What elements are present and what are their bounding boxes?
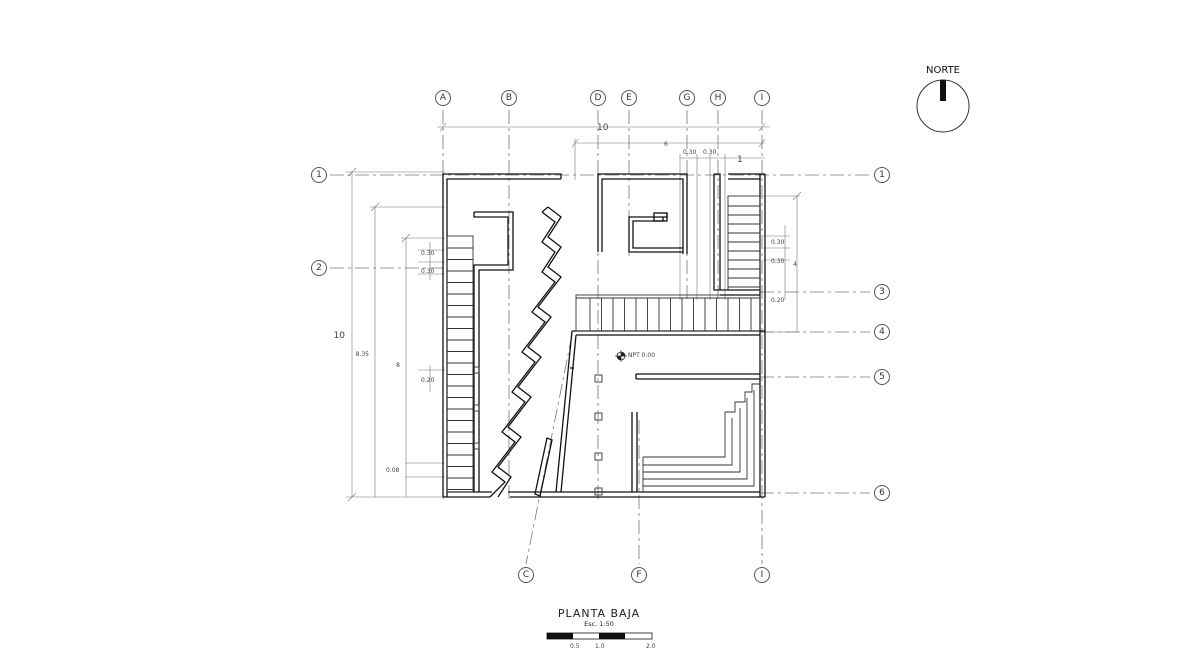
axis-top-B: B bbox=[501, 90, 517, 106]
north-label: NORTE bbox=[926, 65, 960, 76]
grid-lines bbox=[330, 110, 870, 565]
drawing-title: PLANTA BAJA bbox=[558, 607, 640, 620]
axis-top-I: I bbox=[754, 90, 770, 106]
north-arrow-icon bbox=[940, 80, 946, 101]
drawing-scale: Esc. 1:50 bbox=[584, 620, 614, 628]
dim-top-total: 10 bbox=[597, 123, 609, 133]
zigzag-staircase bbox=[489, 206, 562, 498]
svg-text:1: 1 bbox=[879, 170, 885, 180]
axis-left-1: 1 bbox=[311, 167, 327, 183]
right-upper-staircase bbox=[720, 195, 761, 296]
dim-left-small-a: 0.30 bbox=[421, 250, 435, 257]
svg-text:H: H bbox=[715, 93, 722, 103]
dim-left-small-b: 0.30 bbox=[421, 268, 435, 275]
svg-text:4: 4 bbox=[879, 327, 885, 337]
svg-text:E: E bbox=[626, 93, 632, 103]
axis-top-H: H bbox=[710, 90, 726, 106]
svg-text:I: I bbox=[761, 570, 764, 580]
axis-top-G: G bbox=[679, 90, 695, 106]
svg-text:2: 2 bbox=[316, 263, 322, 273]
axis-right-6: 6 bbox=[874, 485, 890, 501]
axis-right-5: 5 bbox=[874, 369, 890, 385]
svg-text:C: C bbox=[523, 570, 529, 580]
svg-text:3: 3 bbox=[879, 287, 885, 297]
svg-text:I: I bbox=[761, 93, 764, 103]
left-staircase bbox=[446, 235, 474, 493]
axis-top-D: D bbox=[590, 90, 606, 106]
axis-bottom-F: F bbox=[631, 567, 647, 583]
dim-top-small-c: 1 bbox=[737, 155, 743, 165]
axis-top-E: E bbox=[621, 90, 637, 106]
dimension-lines: 10 6 0.30 0.30 1 10 8.35 8 bbox=[334, 122, 802, 502]
level-marker: NPT 0.00 bbox=[615, 350, 655, 362]
axis-right-1: 1 bbox=[874, 167, 890, 183]
dim-top-small-a: 0.30 bbox=[683, 149, 697, 156]
axis-bottom-I: I bbox=[754, 567, 770, 583]
axis-left-2: 2 bbox=[311, 260, 327, 276]
scale-tick-1: 0.5 bbox=[570, 643, 580, 650]
axis-markers: A B D E G H I C F I 1 2 1 3 4 5 6 bbox=[311, 90, 890, 583]
dim-left-a: 8.35 bbox=[356, 351, 370, 358]
dim-right-a: 0.30 bbox=[771, 239, 785, 246]
dim-top-small-b: 0.30 bbox=[703, 149, 717, 156]
axis-right-4: 4 bbox=[874, 324, 890, 340]
svg-text:F: F bbox=[636, 570, 641, 580]
north-arrow: NORTE bbox=[916, 65, 970, 133]
axis-bottom-C: C bbox=[518, 567, 534, 583]
scale-tick-2: 1.0 bbox=[595, 643, 605, 650]
svg-text:6: 6 bbox=[879, 488, 885, 498]
scale-tick-3: 2.0 bbox=[646, 643, 656, 650]
svg-text:A: A bbox=[440, 93, 447, 103]
dim-left-small-c: 0.20 bbox=[421, 377, 435, 384]
svg-text:5: 5 bbox=[879, 372, 885, 382]
dim-right-d: 0.20 bbox=[771, 297, 785, 304]
dim-top-partial: 6 bbox=[664, 141, 668, 148]
title-block: PLANTA BAJA Esc. 1:50 0.5 1.0 2.0 bbox=[546, 607, 656, 650]
svg-text:G: G bbox=[684, 93, 691, 103]
svg-text:D: D bbox=[595, 93, 602, 103]
axis-top-A: A bbox=[435, 90, 451, 106]
svg-text:B: B bbox=[506, 93, 512, 103]
level-label: NPT 0.00 bbox=[628, 352, 655, 359]
lower-right-staircase bbox=[631, 373, 760, 492]
axis-right-3: 3 bbox=[874, 284, 890, 300]
dim-left-total: 10 bbox=[334, 331, 346, 341]
dim-right-c: 4 bbox=[793, 261, 797, 268]
svg-text:1: 1 bbox=[316, 170, 322, 180]
dim-right-b: 0.30 bbox=[771, 258, 785, 265]
dim-left-small-d: 0.08 bbox=[386, 467, 400, 474]
columns bbox=[472, 366, 603, 496]
scale-bar: 0.5 1.0 2.0 bbox=[546, 632, 656, 650]
center-staircase bbox=[575, 294, 761, 332]
dim-left-b: 8 bbox=[396, 362, 400, 369]
